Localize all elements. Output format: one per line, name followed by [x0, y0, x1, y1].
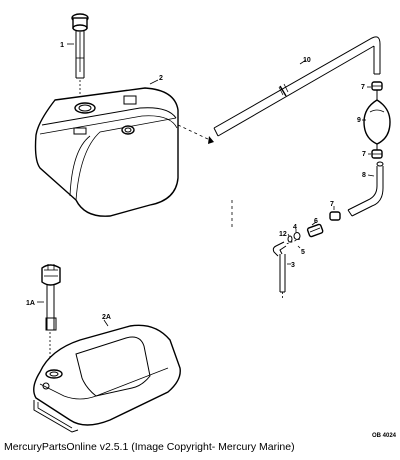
label-6: 6 [314, 218, 318, 225]
label-12: 12 [279, 231, 287, 238]
label-7c: 7 [330, 201, 334, 208]
leader-2 [149, 79, 159, 85]
leader-2a [103, 319, 109, 327]
copyright-footer: MercuryPartsOnline v2.5.1 (Image Copyrig… [4, 441, 295, 453]
primer-bulb-9 [363, 90, 391, 150]
label-2: 2 [159, 75, 163, 82]
washer-12 [287, 235, 293, 243]
portable-fuel-tank-2a [33, 324, 181, 433]
fuel-gauge-sender-1a [41, 264, 61, 360]
label-10: 10 [303, 57, 311, 64]
hose-clamp-7-connector [329, 211, 341, 221]
label-8: 8 [362, 172, 366, 179]
label-2a: 2A [102, 314, 111, 321]
label-1: 1 [60, 42, 64, 49]
label-7a: 7 [361, 84, 365, 91]
hose-section-8 [347, 161, 384, 217]
leader-10 [299, 59, 307, 65]
label-1a: 1A [26, 300, 35, 307]
fuel-hose-10 [213, 36, 381, 137]
leader-6 [311, 221, 317, 226]
pickup-tube-3 [279, 254, 286, 300]
label-5: 5 [301, 249, 305, 256]
label-3: 3 [291, 262, 295, 269]
fuel-gauge-sender-1 [71, 13, 89, 96]
drawing-code: OB 4024 [372, 433, 397, 439]
hose-clamp-7-upper [371, 81, 383, 91]
label-4: 4 [293, 224, 297, 231]
fuel-tank-2 [34, 87, 179, 217]
fuel-connector-6 [306, 223, 324, 238]
leader-12 [287, 233, 290, 237]
centerline-tank [177, 124, 211, 141]
label-7b: 7 [362, 151, 366, 158]
leader-5 [297, 245, 301, 249]
label-9: 9 [357, 117, 361, 124]
elbow-fitting-5 [272, 238, 301, 257]
connector-arrow [208, 136, 214, 144]
hose-clamp-7-lower [371, 149, 383, 159]
leader-8 [367, 174, 375, 177]
o-ring-4 [293, 232, 301, 240]
